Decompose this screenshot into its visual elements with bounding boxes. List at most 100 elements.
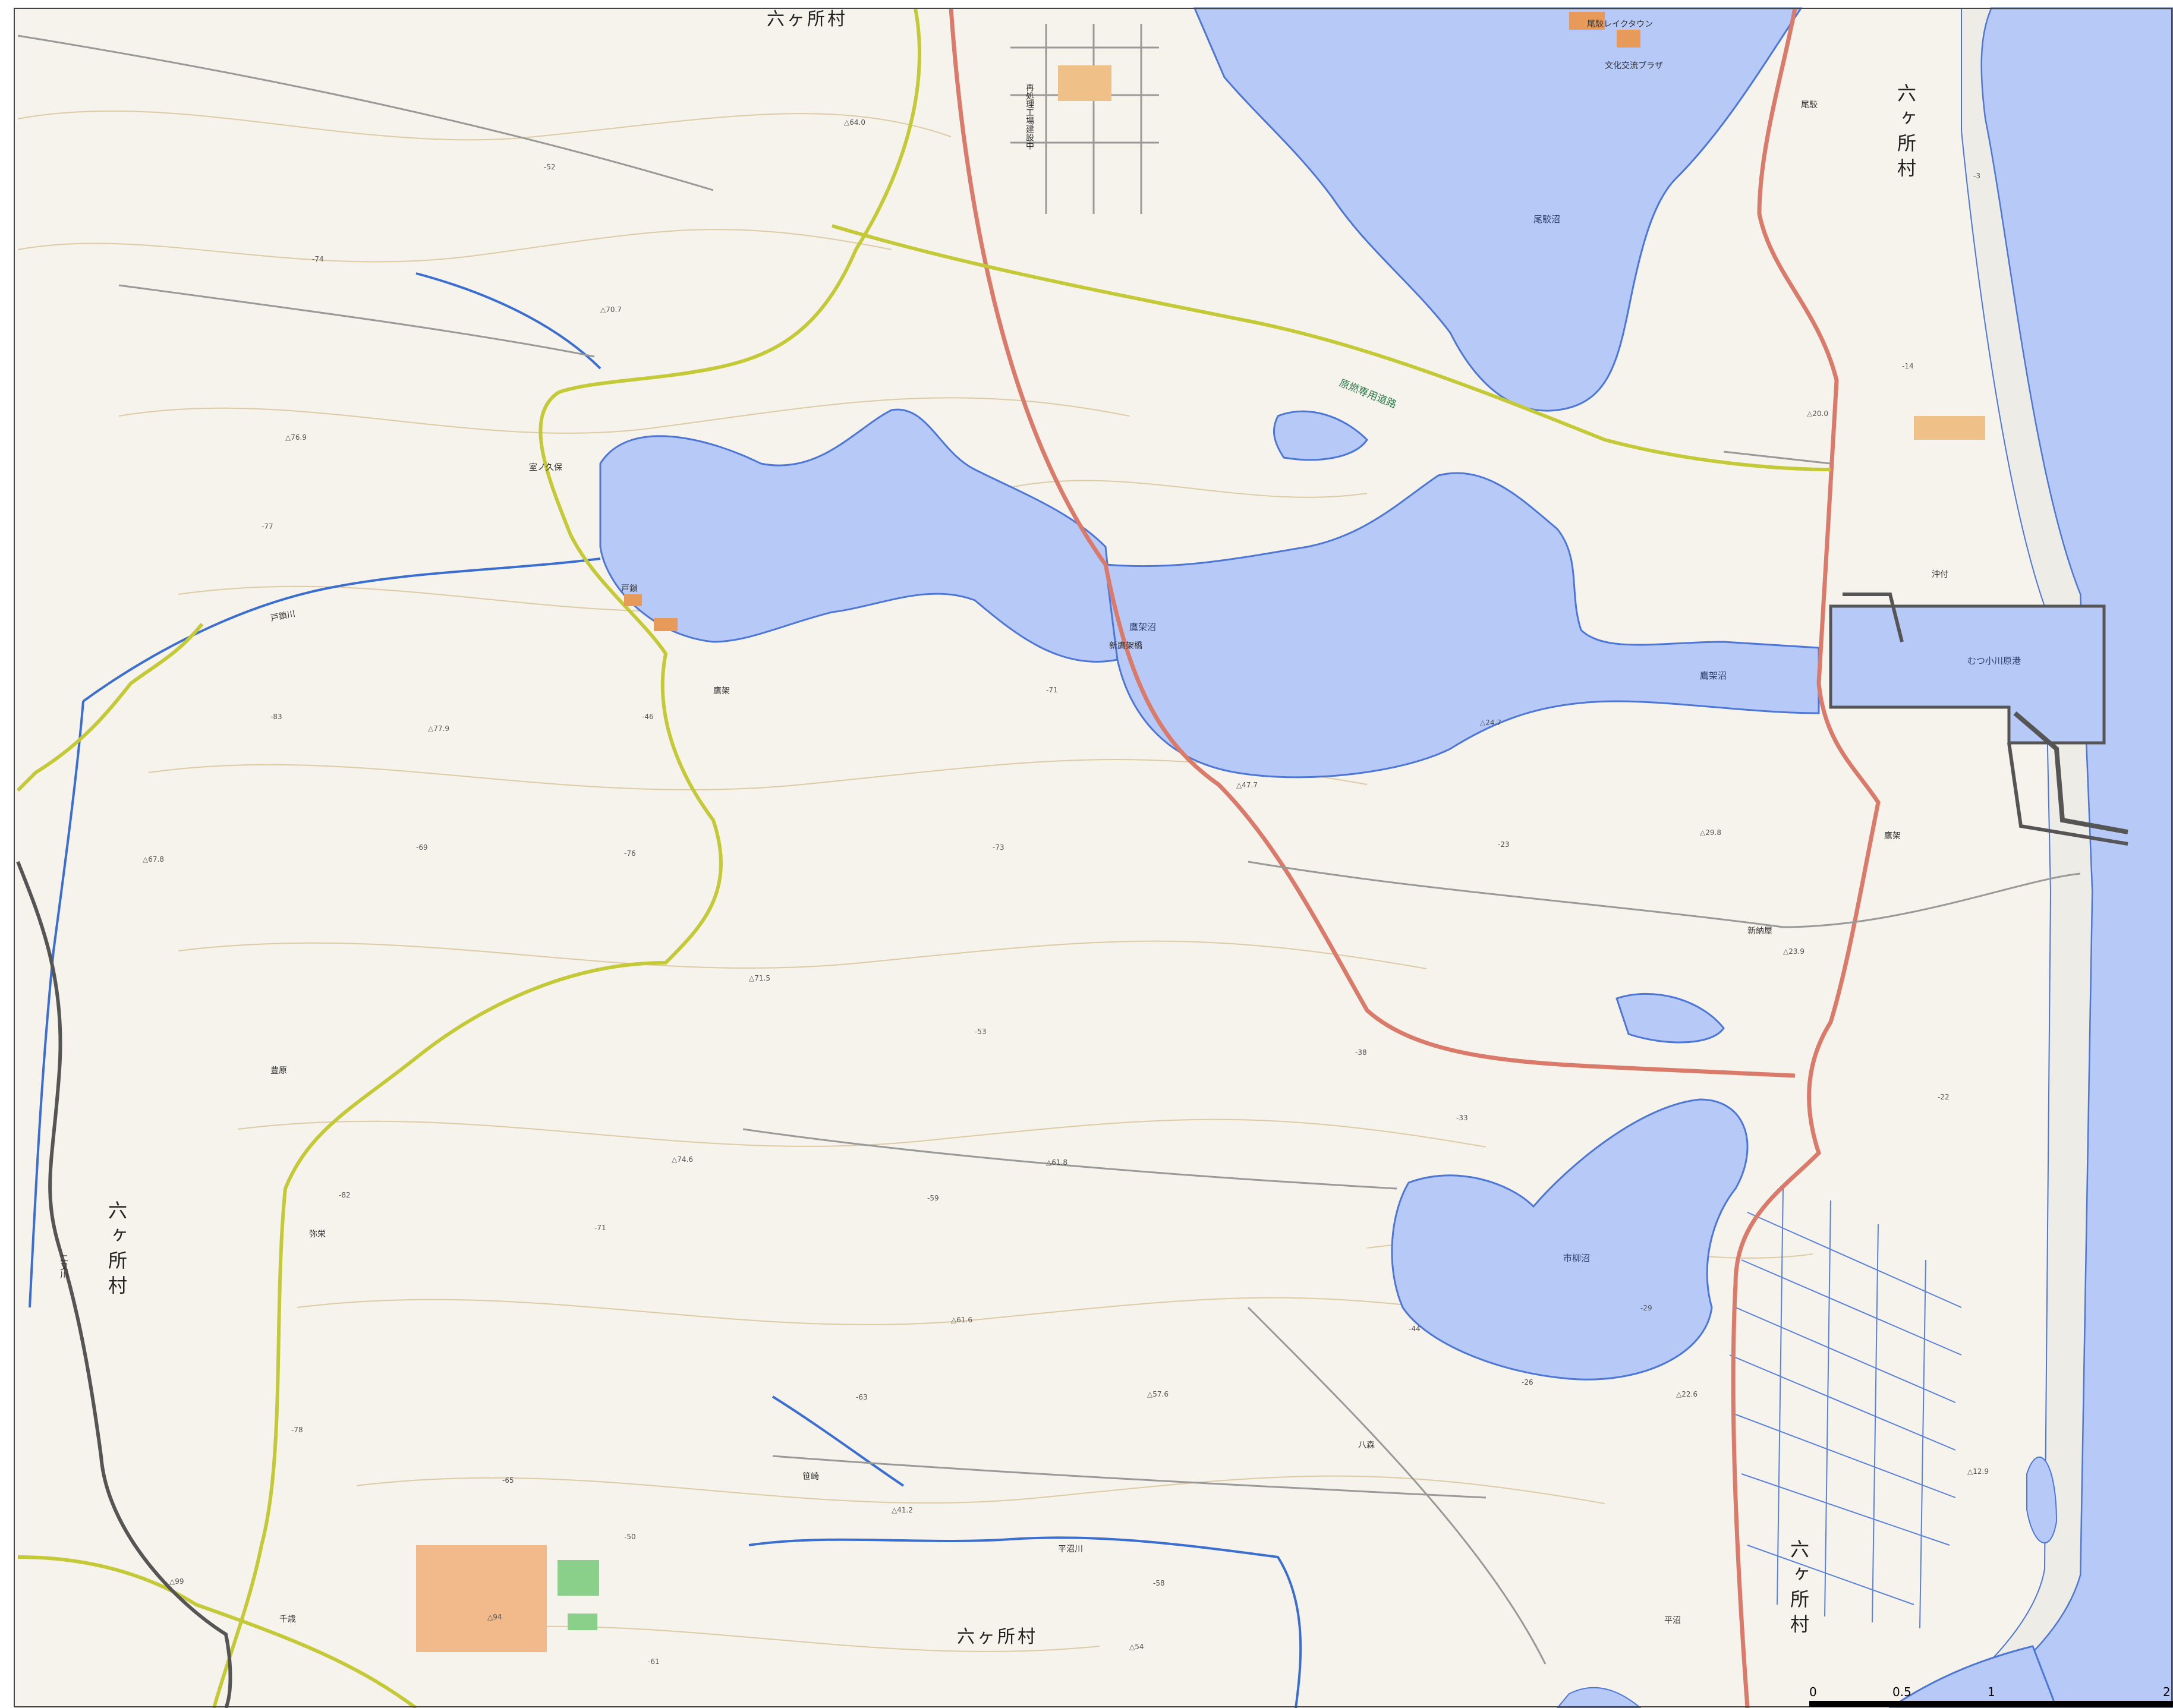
elevation-label: △41.2: [892, 1506, 913, 1514]
scale-tick: 2: [2163, 1685, 2171, 1699]
scale-tick: 1: [1988, 1685, 1995, 1699]
lake-label: 尾駮沼: [1533, 214, 1561, 225]
lake-west: [599, 408, 1119, 663]
place-label: 再処理工場建設中: [1025, 83, 1034, 150]
elevation-label: -69: [416, 843, 428, 852]
elevation-label: △76.9: [285, 433, 307, 442]
scale-tick: 0: [1809, 1685, 1817, 1699]
lake-label: 鷹架沼: [1700, 670, 1727, 681]
highways: [949, 8, 1881, 1708]
elevation-label: -50: [624, 1533, 636, 1541]
elevation-label: △22.6: [1676, 1390, 1698, 1398]
elevation-label: △71.5: [749, 974, 770, 982]
elevation-label: -65: [502, 1476, 514, 1485]
elevation-label: △61.8: [1046, 1158, 1067, 1167]
place-label: 鷹架: [1884, 831, 1901, 841]
elevation-label: -52: [544, 163, 556, 171]
park: [568, 1614, 597, 1630]
elevation-label: -26: [1522, 1378, 1533, 1386]
elevation-label: -46: [642, 713, 654, 721]
place-label: 平沼: [1664, 1616, 1681, 1625]
map-frame: [14, 8, 2172, 1707]
river-label: 二又川: [59, 1254, 68, 1279]
admin-boundaries: [16, 593, 2128, 1708]
elevation-label: -74: [312, 255, 324, 263]
pond-southeast: [2026, 1456, 2058, 1544]
elevation-label: △24.7: [1480, 719, 1501, 727]
lagoon-south: [1888, 1645, 2058, 1708]
elevation-label: -78: [291, 1426, 303, 1434]
elevation-label: △77.9: [428, 724, 449, 733]
elevation-label: -23: [1498, 840, 1510, 849]
scale-bar: 0 0.5 1 2: [1809, 1685, 2173, 1708]
elevation-label: -22: [1938, 1093, 1950, 1101]
elevation-label: -76: [624, 849, 636, 858]
elevation-label: △12.9: [1967, 1467, 1989, 1476]
contour-lines: [17, 110, 1813, 1652]
elevation-label: -53: [975, 1028, 987, 1036]
elevation-label: -58: [1153, 1579, 1165, 1587]
elevation-label: △23.9: [1783, 947, 1804, 956]
elevation-label: -33: [1456, 1114, 1468, 1122]
elevation-label: -83: [270, 713, 282, 721]
pond-north: [1273, 410, 1368, 461]
elevation-label: △47.7: [1236, 781, 1258, 789]
bridge-label: 新鷹架橋: [1109, 641, 1142, 651]
elevation-label: △99: [169, 1577, 184, 1586]
settlements: [416, 12, 1985, 1652]
elevation-label: △61.6: [951, 1316, 972, 1324]
place-label: 尾駮: [1801, 100, 1818, 110]
lake-takahoko: [1104, 472, 1820, 779]
elevation-label: -71: [594, 1224, 606, 1232]
map-title-fragment: [0, 0, 535, 8]
place-label: 新納屋: [1747, 927, 1772, 936]
lake-ichiyanagi: [1391, 1098, 1749, 1381]
minor-roads: [17, 24, 2081, 1665]
place-label: 八森: [1358, 1441, 1375, 1450]
place-label: 千歳: [279, 1615, 296, 1624]
elevation-label: -71: [1046, 686, 1058, 694]
elevation-label: -59: [927, 1194, 939, 1202]
admin-label: 六ヶ所村: [1787, 1539, 1810, 1639]
terrain-area: [14, 8, 2173, 1708]
admin-label: 六ヶ所村: [767, 9, 848, 30]
place-label: 弥栄: [309, 1230, 326, 1239]
lake-label: 鷹架沼: [1129, 622, 1157, 632]
place-label: 沖付: [1932, 570, 1948, 579]
elevation-label: △64.0: [844, 118, 865, 127]
place-label: 室ノ久保: [529, 463, 562, 472]
lake-obuchi: [1193, 7, 1803, 412]
elevation-label: △54: [1129, 1643, 1144, 1651]
elevation-label: △20.0: [1807, 409, 1828, 418]
elevation-label: -14: [1902, 362, 1914, 370]
harbour-label: むつ小川原港: [1967, 656, 2021, 666]
place-label: 豊原: [270, 1066, 287, 1076]
elevation-label: △94: [487, 1613, 502, 1621]
river-label: 平沼川: [1058, 1545, 1083, 1554]
elevation-label: △70.7: [600, 305, 622, 314]
scale-line: [1809, 1701, 2173, 1707]
admin-label: 六ヶ所村: [957, 1627, 1038, 1647]
place-label: 尾駮レイクタウン: [1587, 20, 1654, 29]
elevation-label: △67.8: [143, 855, 164, 864]
main-roads: [16, 8, 1831, 1708]
place-label: 鷹架: [713, 686, 730, 696]
elevation-label: -73: [993, 843, 1004, 852]
admin-label: 六ヶ所村: [1894, 83, 1917, 183]
pond-east: [1615, 992, 1725, 1044]
elevation-label: -61: [648, 1657, 660, 1666]
place-label: 文化交流プラザ: [1605, 61, 1663, 71]
elevation-label: -63: [856, 1393, 868, 1401]
elevation-label: △29.8: [1700, 828, 1721, 837]
place-label: 笹崎: [802, 1472, 819, 1482]
lake-label: 市柳沼: [1563, 1253, 1591, 1263]
admin-label: 六ヶ所村: [105, 1200, 128, 1300]
elevation-label: -3: [1973, 172, 1980, 180]
field-grid: [1729, 1188, 1962, 1629]
park: [558, 1560, 599, 1596]
elevation-label: -82: [339, 1191, 351, 1199]
place-label: 戸鎖: [621, 584, 638, 594]
elevation-label: -77: [262, 522, 273, 531]
breakwater: [2013, 711, 2128, 834]
